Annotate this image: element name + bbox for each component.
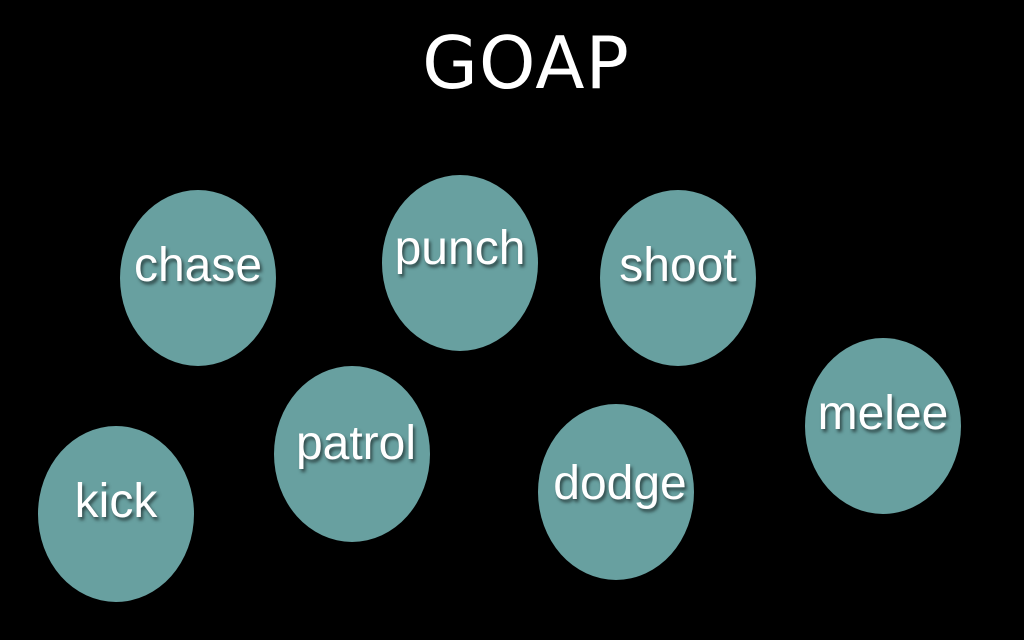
action-label-melee: melee xyxy=(817,387,949,440)
action-node-patrol: patrol xyxy=(274,366,430,542)
action-node-dodge: dodge xyxy=(538,404,694,580)
diagram-title: GOAP xyxy=(422,21,630,105)
action-node-shoot: shoot xyxy=(600,190,756,366)
action-node-punch: punch xyxy=(382,175,538,351)
action-node-chase: chase xyxy=(120,190,276,366)
action-node-melee: melee xyxy=(805,338,961,514)
action-label-punch: punch xyxy=(394,222,526,275)
action-label-shoot: shoot xyxy=(619,239,737,292)
action-node-kick: kick xyxy=(38,426,194,602)
action-label-dodge: dodge xyxy=(553,457,687,510)
action-label-chase: chase xyxy=(133,239,263,292)
action-label-patrol: patrol xyxy=(295,417,417,470)
action-label-kick: kick xyxy=(74,475,158,528)
